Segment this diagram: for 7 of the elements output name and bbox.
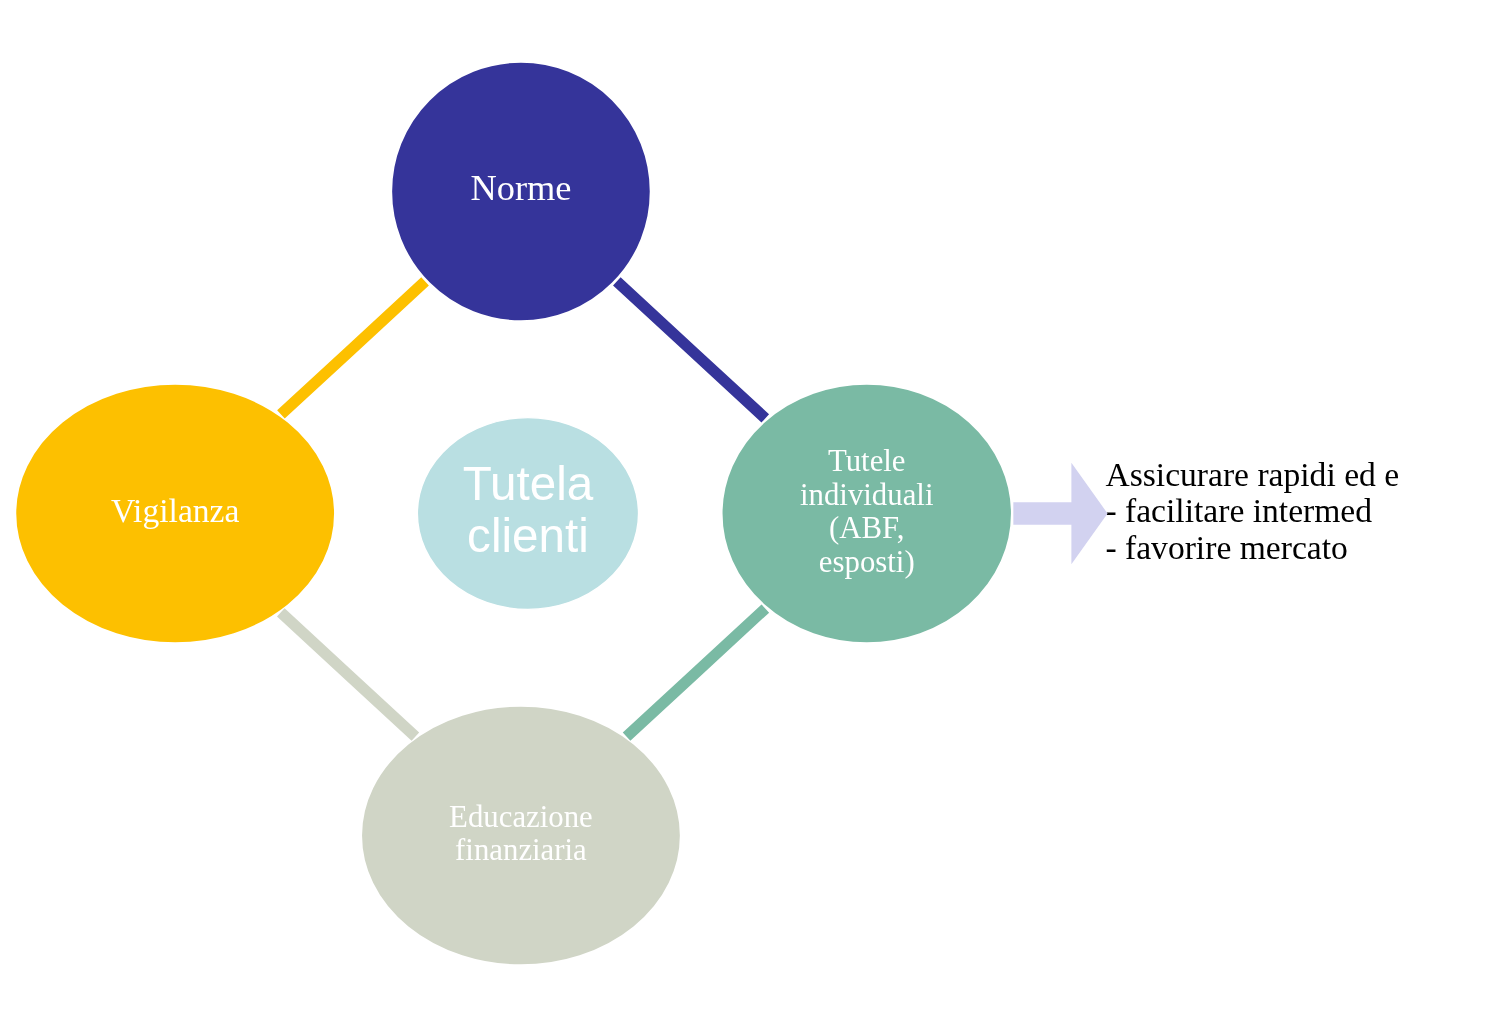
node-ellipse: Tutela clienti [416,416,640,611]
node-text: Assicurare rapidi ed e - facilitare intermed - favorire mercato [1105,455,1400,566]
connector [277,608,420,741]
connector [277,277,429,419]
connector [622,604,770,741]
arrow [1013,462,1108,565]
connector [613,277,770,423]
